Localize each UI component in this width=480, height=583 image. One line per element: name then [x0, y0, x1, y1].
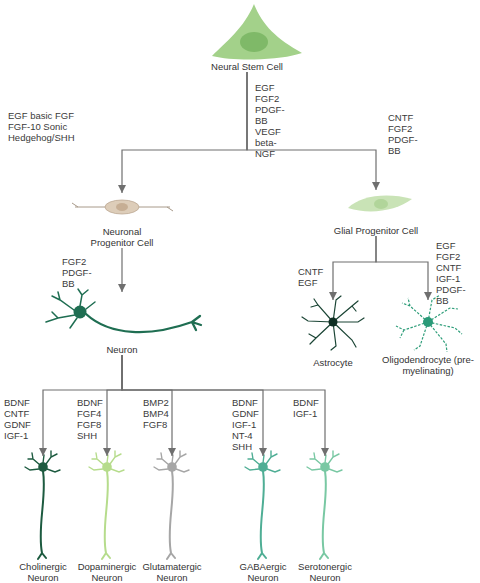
cell-process	[72, 203, 173, 211]
factor-list: EGF FGF2 PDGF-BB VEGF beta-NGF	[255, 82, 285, 159]
factor-list: FGF2 PDGF-BB	[62, 256, 92, 289]
cell-label: Neuron	[106, 344, 137, 355]
factor-list: CNTF EGF	[298, 266, 323, 288]
factor-list: EGF FGF2 CNTF IGF-1 PDGF-BB	[436, 240, 466, 306]
cell-label: Neural Stem Cell	[211, 61, 283, 72]
cell-label: Cholinergic Neuron	[11, 561, 75, 583]
gabaergic-drawing	[245, 451, 280, 559]
neuronal-progenitor-drawing	[72, 200, 173, 214]
factor-list: BDNF GDNF IGF-1 NT-4 SHH	[232, 397, 259, 452]
branch-arrow	[43, 355, 122, 456]
cell-label: Neuronal Progenitor Cell	[82, 226, 162, 248]
branch-arrow	[247, 72, 376, 190]
cell-node: Neuronal Progenitor Cell	[82, 193, 162, 248]
cell-body	[348, 196, 412, 212]
cell-label: Serotonergic Neuron	[293, 561, 357, 583]
serotonergic-drawing	[307, 451, 342, 559]
cell-node: Astrocyte	[300, 300, 366, 368]
cell-label: Astrocyte	[313, 357, 353, 368]
branch-arrow	[121, 248, 122, 292]
cell-nucleus	[240, 32, 268, 52]
factor-list: EGF basic FGF FGF-10 Sonic Hedgehog/SHH	[8, 110, 75, 143]
soma	[74, 306, 87, 319]
astrocyte-drawing	[302, 296, 364, 350]
cell-node: GABAergic Neuron	[231, 456, 295, 583]
branch-arrow	[122, 355, 172, 456]
astrocyte-process	[302, 296, 364, 350]
axon	[86, 314, 201, 332]
soma	[329, 318, 338, 327]
dopaminergic-drawing	[89, 451, 124, 559]
branch-arrow	[122, 72, 247, 193]
cell-node: Oligodendrocyte (pre-myelinating)	[380, 300, 476, 376]
cell-node: Glial Progenitor Cell	[326, 190, 426, 236]
cell-node: Neural Stem Cell	[192, 2, 302, 72]
cell-label: GABAergic Neuron	[231, 561, 295, 583]
cell-body	[212, 4, 302, 60]
factor-list: BMP2 BMP4 FGF8	[143, 397, 169, 430]
cell-body	[105, 200, 139, 214]
cell-node: Cholinergic Neuron	[11, 456, 75, 583]
branch-arrow	[107, 355, 122, 456]
factor-list: CNTF FGF2 PDGF-BB	[388, 112, 418, 156]
soma	[423, 317, 433, 327]
cholinergic-drawing	[25, 451, 60, 559]
cell-nucleus	[116, 203, 128, 211]
factor-list: BDNF FGF4 FGF8 SHH	[77, 397, 103, 441]
cell-label: Glial Progenitor Cell	[334, 225, 418, 236]
branch-arrow	[122, 355, 325, 456]
glial-progenitor-drawing	[348, 196, 412, 212]
branch-arrow	[376, 236, 428, 300]
cell-node: Serotonergic Neuron	[293, 456, 357, 583]
cell-label: Glutamatergic Neuron	[140, 561, 204, 583]
cell-label: Oligodendrocyte (pre-myelinating)	[380, 354, 476, 376]
glutamatergic-drawing	[154, 451, 189, 559]
cell-node: Glutamatergic Neuron	[140, 456, 204, 583]
dendrite	[46, 289, 95, 328]
cell-label: Dopaminergic Neuron	[75, 561, 139, 583]
stem-cell-drawing	[212, 4, 302, 60]
factor-list: BDNF CNTF GDNF IGF-1	[4, 397, 31, 441]
oligodendrocyte-drawing	[396, 295, 462, 352]
oligodendrocyte-process	[396, 295, 462, 352]
factor-list: BDNF IGF-1	[293, 397, 319, 419]
branch-arrow	[122, 355, 263, 456]
cell-nucleus	[374, 199, 388, 209]
cell-node: Dopaminergic Neuron	[75, 456, 139, 583]
cell-node: Neuron	[40, 292, 204, 355]
branch-arrow	[333, 236, 376, 300]
neuron-drawing	[46, 289, 201, 332]
